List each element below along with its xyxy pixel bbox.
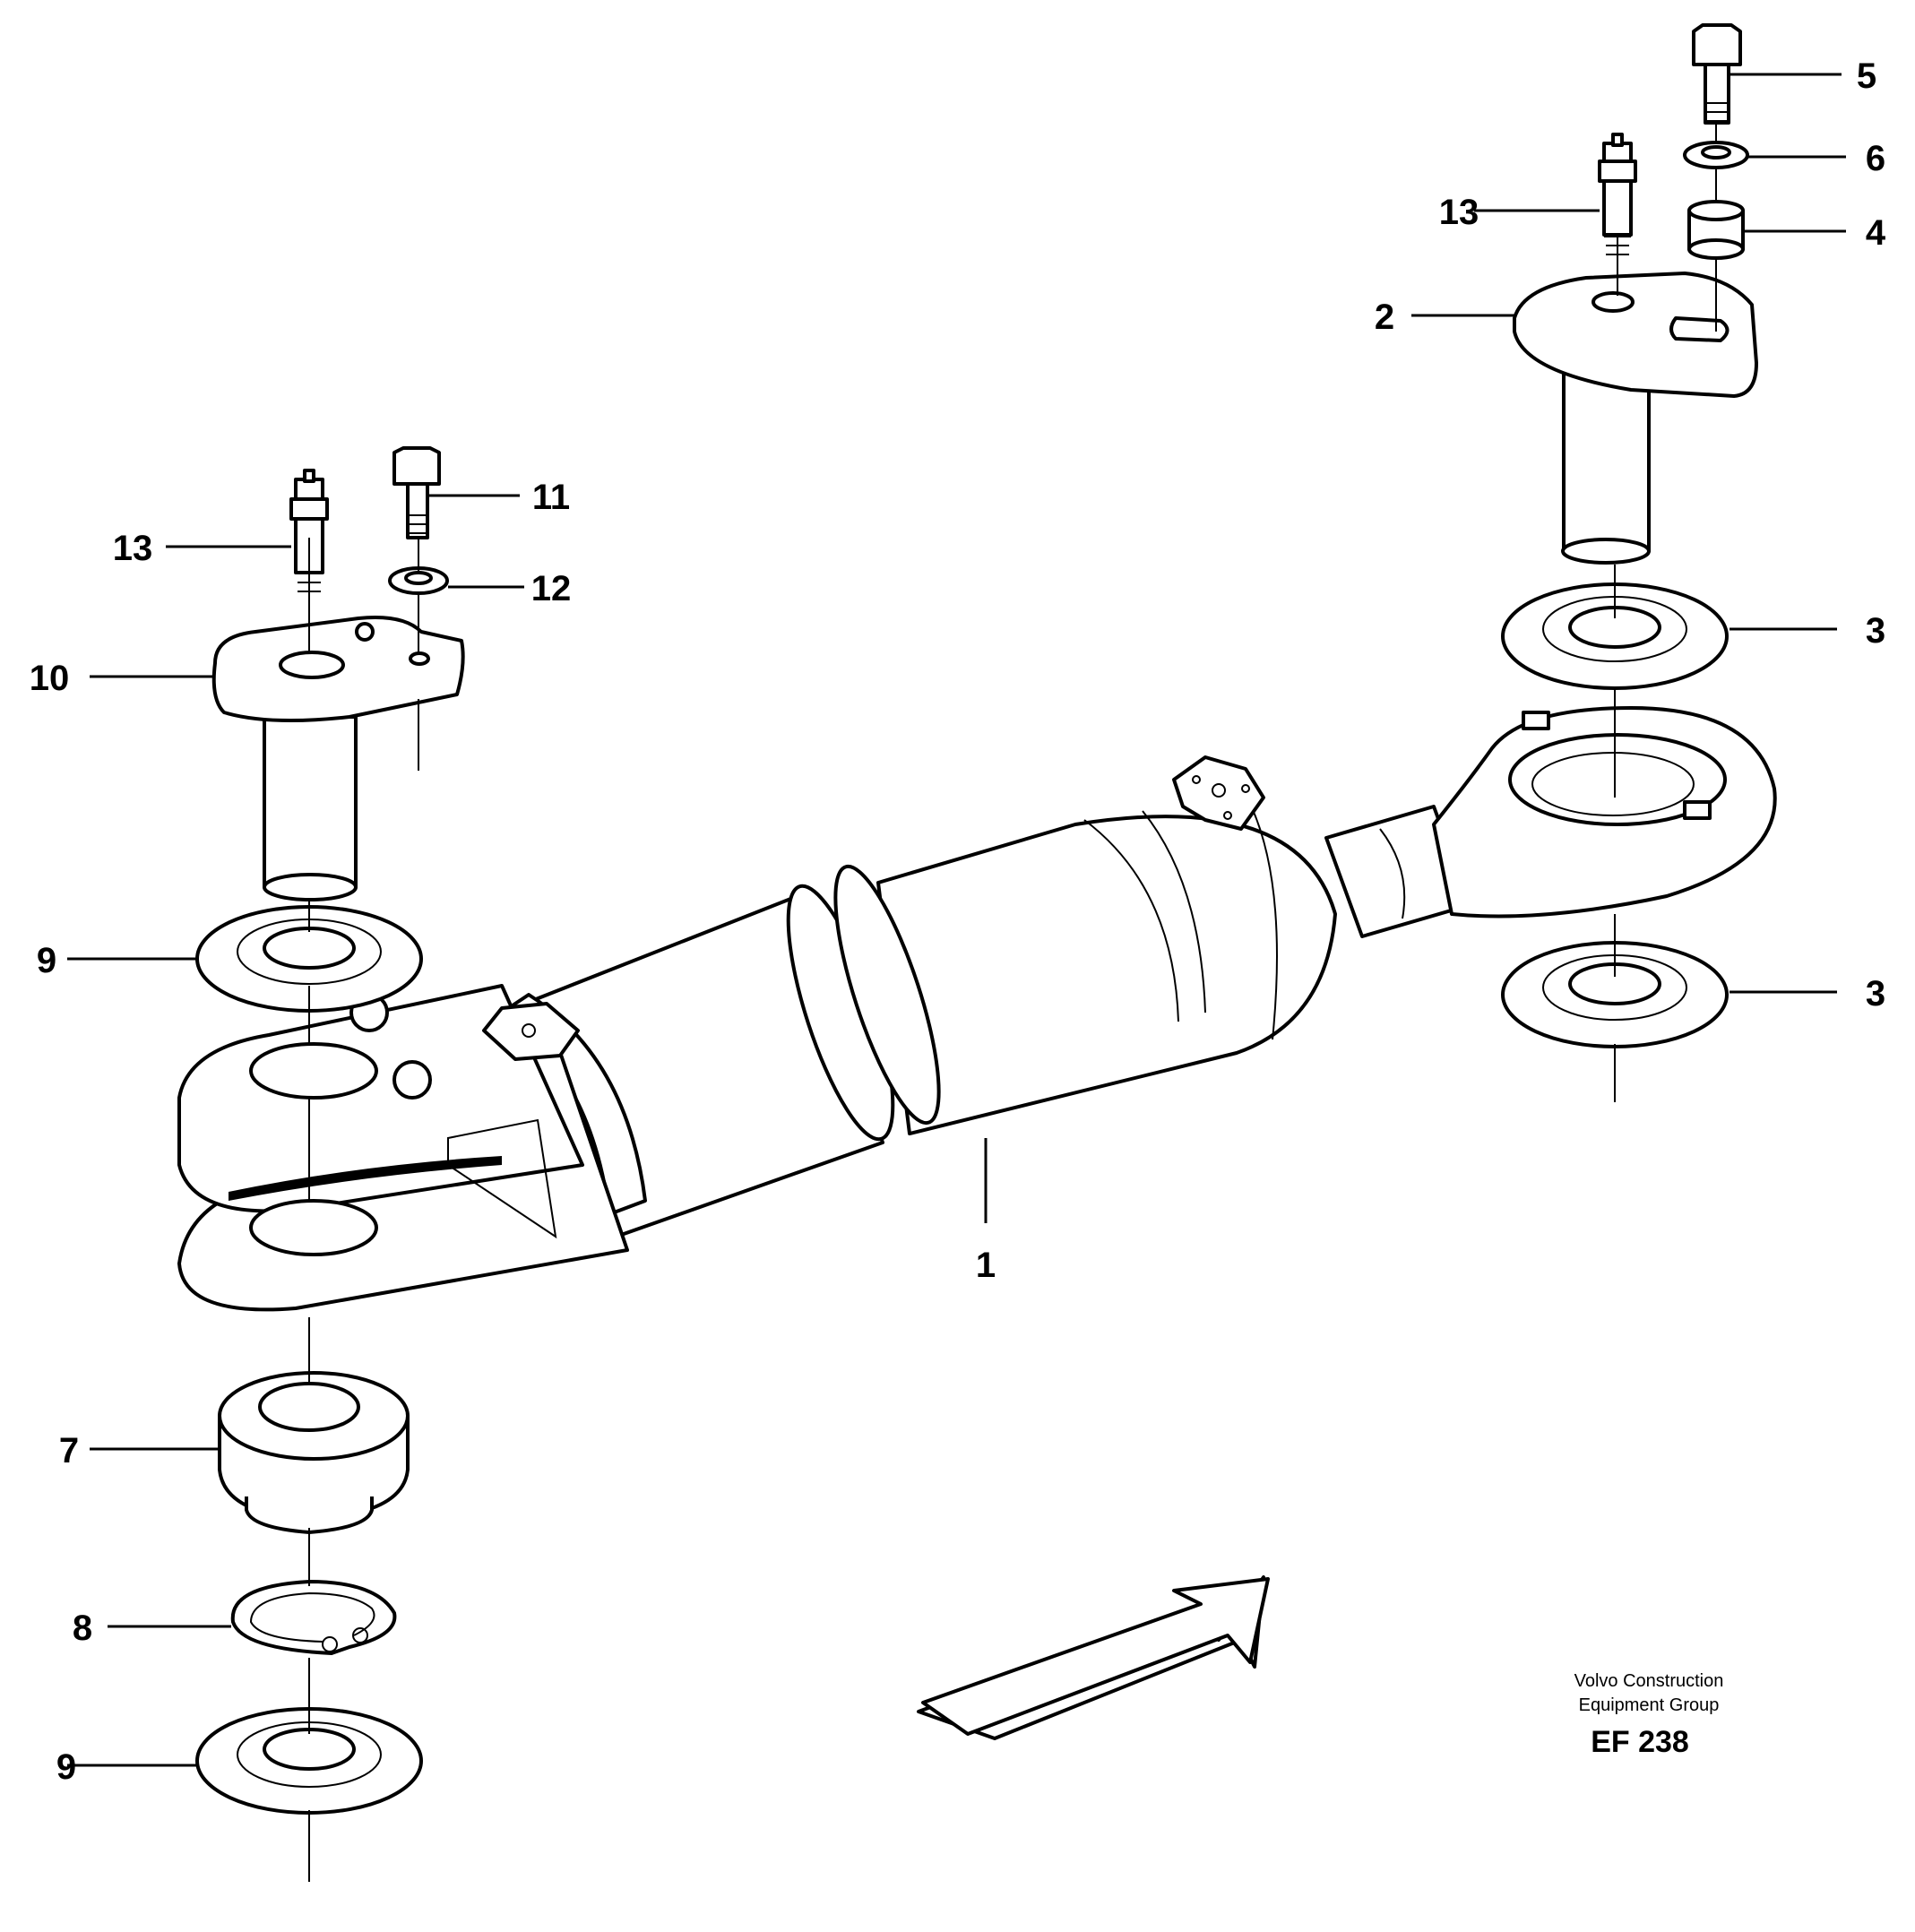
callout-3-bottom: 3 <box>1866 974 1885 1013</box>
callout-1: 1 <box>976 1246 996 1285</box>
callout-4: 4 <box>1866 213 1886 253</box>
part-13-grease-nipple-right <box>1598 133 1637 255</box>
credit-company-line-1: Volvo Construction <box>1574 1671 1724 1691</box>
part-2-pin <box>1513 272 1758 565</box>
part-4-sleeve <box>1687 200 1745 260</box>
callout-6: 6 <box>1866 139 1885 178</box>
part-10-pin <box>211 616 465 901</box>
callout-9-top: 9 <box>37 941 56 980</box>
callout-11: 11 <box>532 478 570 517</box>
callout-labels: 1 2 3 3 4 5 6 7 8 9 9 10 11 12 13 13 <box>30 56 1886 1787</box>
callout-12: 12 <box>531 569 572 608</box>
part-6-washer <box>1683 141 1749 169</box>
credit-block: Volvo Construction Equipment Group EF 23… <box>1574 1671 1724 1759</box>
callout-7: 7 <box>59 1431 79 1471</box>
part-9-washer-top <box>195 905 423 1013</box>
part-11-screw <box>392 446 441 539</box>
rod-eye-end <box>1432 706 1777 919</box>
callout-10: 10 <box>30 659 70 698</box>
callout-9-bottom: 9 <box>56 1747 76 1787</box>
clevis-end <box>177 984 629 1312</box>
assembly-axis-lines <box>308 121 1717 1882</box>
callout-5: 5 <box>1857 56 1876 96</box>
callout-13-left: 13 <box>113 529 153 568</box>
callout-8: 8 <box>73 1609 92 1648</box>
part-5-screw <box>1692 23 1742 125</box>
direction-arrow <box>917 1575 1270 1740</box>
part-3-washer-bottom <box>1501 941 1729 1048</box>
callout-13-right: 13 <box>1439 193 1479 232</box>
callout-3-top: 3 <box>1866 611 1885 651</box>
credit-company-line-2: Equipment Group <box>1579 1695 1720 1715</box>
callout-2: 2 <box>1375 298 1394 337</box>
part-7-bearing <box>218 1371 410 1534</box>
part-8-circlip <box>230 1580 397 1655</box>
drawing-code: EF 238 <box>1591 1725 1689 1759</box>
leader-lines <box>67 73 1846 1767</box>
